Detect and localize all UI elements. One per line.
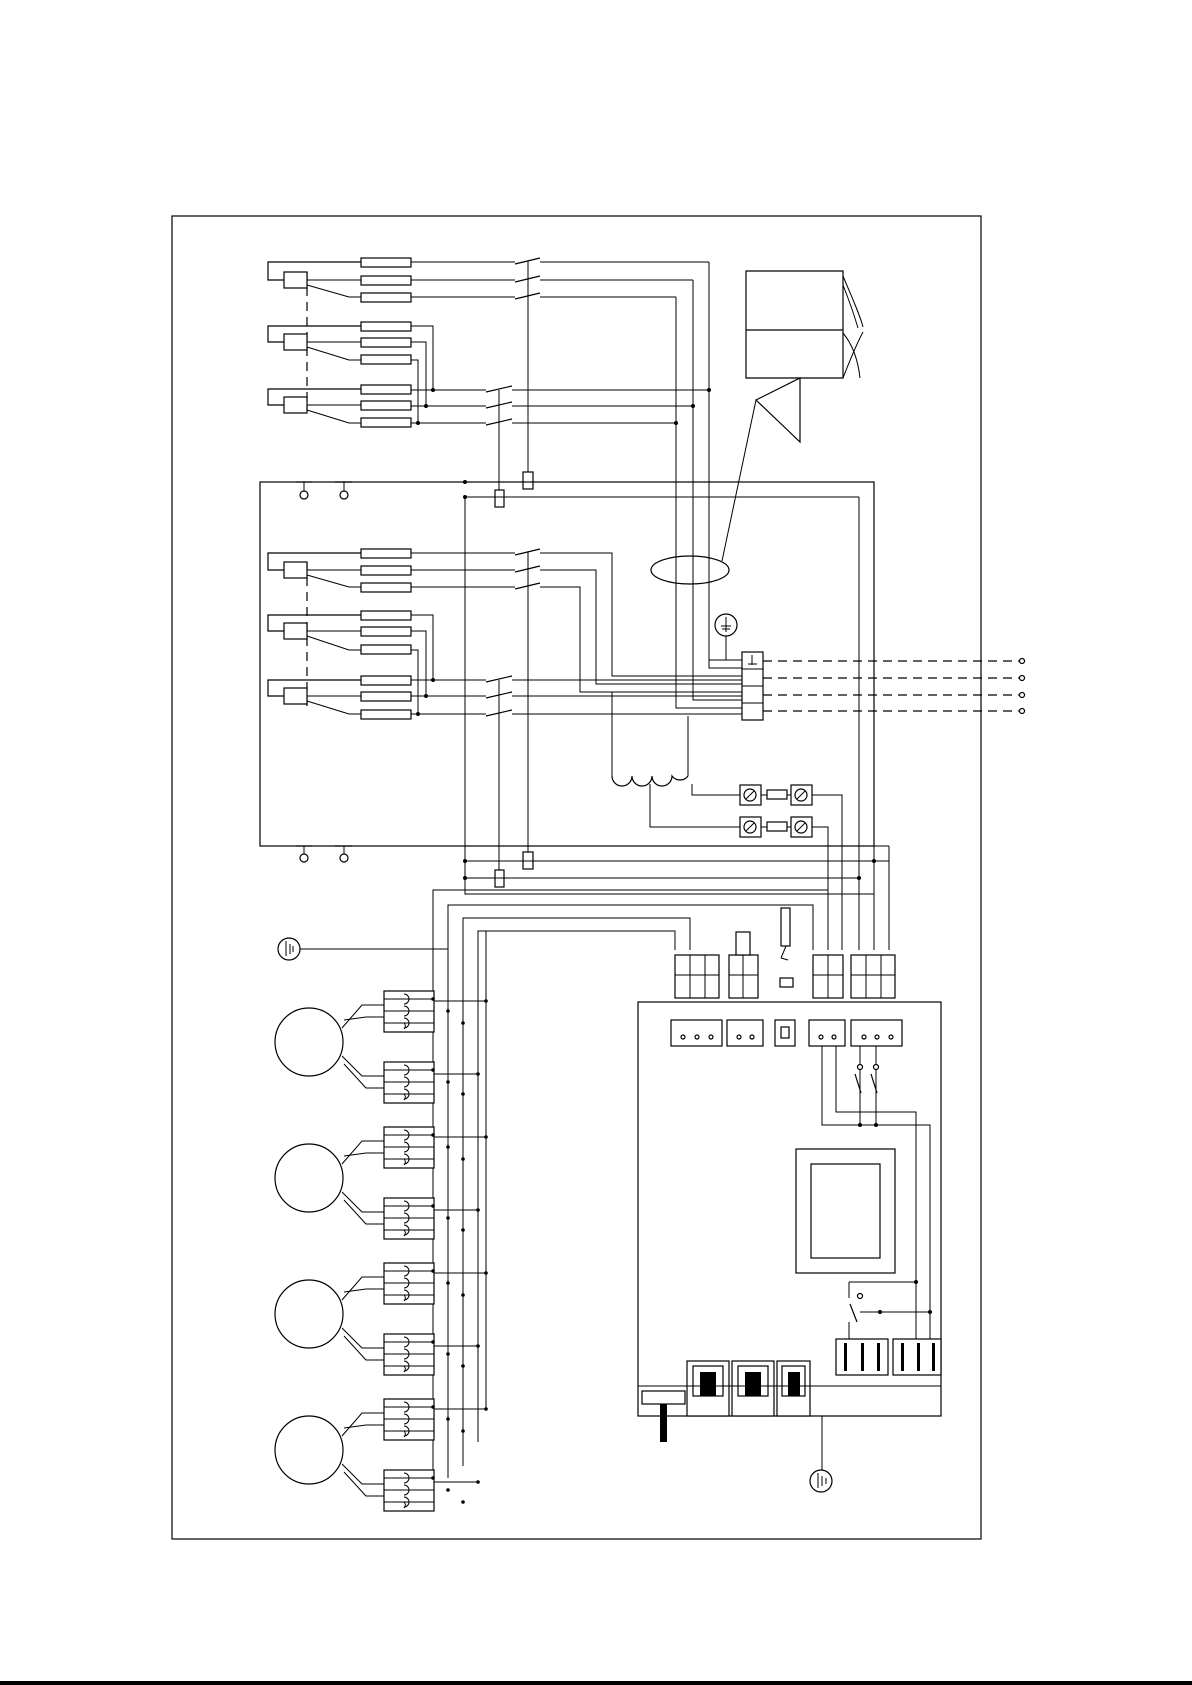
warning-triangle-icon (756, 378, 800, 442)
cable-bundle-marker (651, 556, 729, 584)
motor-4 (275, 1399, 488, 1511)
transformer-coil (612, 692, 740, 827)
supply-bus (463, 262, 889, 950)
page-footer-rule (0, 1681, 1192, 1685)
fuse-holder-1 (740, 785, 842, 950)
motor-3 (275, 1263, 488, 1375)
motor-2 (275, 1127, 488, 1239)
supply-terminal-block (742, 652, 1025, 720)
heater-group-1 (268, 258, 711, 507)
earth-ground-icon (278, 938, 448, 960)
earth-ground-icon (715, 614, 742, 660)
motor-1 (275, 991, 488, 1103)
control-board (638, 908, 941, 1492)
open-book-icon (746, 271, 863, 378)
